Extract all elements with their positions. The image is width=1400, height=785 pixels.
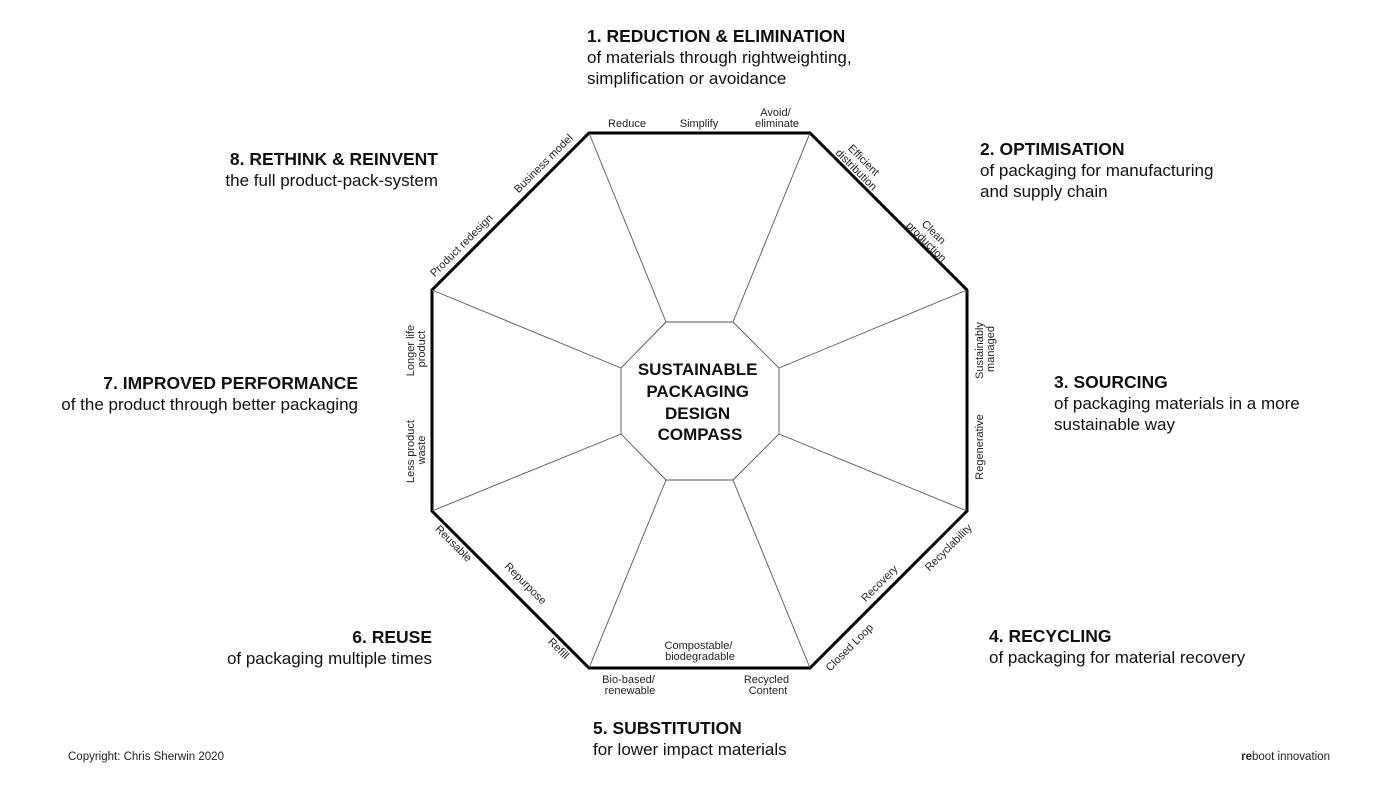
spoke <box>431 433 622 512</box>
section-reuse: 6. REUSE of packaging multiple times <box>227 626 432 669</box>
spoke <box>431 289 622 369</box>
brand-prefix: re <box>1241 751 1252 763</box>
section-substitution: 5. SUBSTITUTION for lower impact materia… <box>593 717 787 760</box>
spoke <box>778 433 968 512</box>
label-business-model: Business model <box>512 132 575 195</box>
label-reusable: Reusable <box>432 523 473 564</box>
label-regenerative: Regenerative <box>974 414 986 479</box>
section-desc: the full product-pack-system <box>225 171 438 190</box>
section-title: 5. SUBSTITUTION <box>593 718 742 738</box>
inner-octagon <box>620 321 780 481</box>
section-desc: for lower impact materials <box>593 740 787 759</box>
section-desc: of packaging for manufacturing and suppl… <box>980 161 1214 201</box>
label-longer-life-product: Longer life product <box>405 322 428 376</box>
center-title: SUSTAINABLE PACKAGING DESIGN COMPASS <box>638 360 762 444</box>
label-product-redesign: Product redesign <box>428 212 495 279</box>
section-title: 6. REUSE <box>352 627 432 647</box>
spoke <box>732 479 811 669</box>
label-reduce: Reduce <box>608 118 646 130</box>
label-sustainably-managed: Sustainably managed <box>974 319 997 379</box>
label-refill: Refill <box>545 636 571 662</box>
section-improved-performance: 7. IMPROVED PERFORMANCE of the product t… <box>61 372 358 415</box>
center-line: PACKAGING <box>646 382 749 401</box>
section-recycling: 4. RECYCLING of packaging for material r… <box>989 625 1245 668</box>
spokes <box>431 132 968 669</box>
label-repurpose: Repurpose <box>502 561 549 608</box>
center-line: COMPASS <box>658 425 743 444</box>
copyright: Copyright: Chris Sherwin 2020 <box>68 751 224 763</box>
section-reduction: 1. REDUCTION & ELIMINATION of materials … <box>587 25 852 89</box>
label-bio-based: Bio-based/ renewable <box>602 674 658 697</box>
section-title: 2. OPTIMISATION <box>980 139 1125 159</box>
section-desc: of the product through better packaging <box>61 395 358 414</box>
brand-rest: boot innovation <box>1251 751 1330 763</box>
label-avoid: Avoid/ eliminate <box>755 107 799 130</box>
label-recycled-content: Recycled Content <box>744 674 792 697</box>
label-simplify: Simplify <box>680 118 719 130</box>
section-title: 3. SOURCING <box>1054 372 1168 392</box>
label-less-product-waste: Less product waste <box>405 417 428 483</box>
section-title: 7. IMPROVED PERFORMANCE <box>103 373 358 393</box>
section-desc: of materials through rightweighting, sim… <box>587 48 852 88</box>
section-sourcing: 3. SOURCING of packaging materials in a … <box>1054 371 1300 435</box>
center-line: DESIGN <box>665 404 730 423</box>
section-desc: of packaging multiple times <box>226 649 432 668</box>
section-title: 4. RECYCLING <box>989 626 1112 646</box>
section-rethink: 8. RETHINK & REINVENT the full product-p… <box>225 148 438 191</box>
label-compostable: Compostable/ biodegradable <box>665 640 736 663</box>
section-title: 8. RETHINK & REINVENT <box>229 149 438 169</box>
brand-logo: reboot innovation <box>1241 751 1330 763</box>
spoke <box>588 479 667 669</box>
section-desc: of packaging materials in a more sustain… <box>1054 394 1300 434</box>
section-optimisation: 2. OPTIMISATION of packaging for manufac… <box>980 138 1213 202</box>
center-line: SUSTAINABLE <box>638 360 758 379</box>
section-title: 1. REDUCTION & ELIMINATION <box>587 26 846 46</box>
spoke <box>732 132 811 323</box>
spoke <box>778 289 968 369</box>
spoke <box>588 132 667 323</box>
label-clean-production: Clean production <box>903 211 956 264</box>
section-desc: of packaging for material recovery <box>989 648 1246 667</box>
